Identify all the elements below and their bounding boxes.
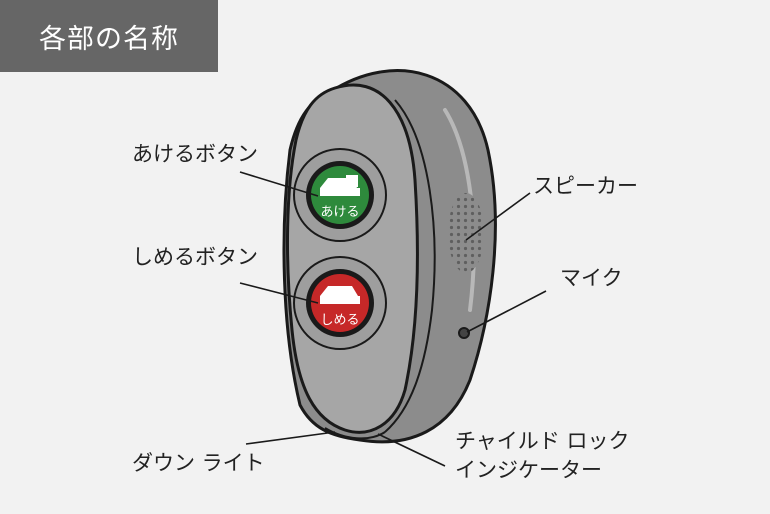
mic-hole — [458, 327, 470, 339]
label-speaker: スピーカー — [533, 174, 638, 198]
speaker-grill — [448, 193, 484, 273]
label-close-button: しめるボタン — [132, 245, 258, 269]
leader-open-button — [239, 171, 319, 197]
page-title: 各部の名称 — [0, 0, 218, 72]
label-child-lock-line1: チャイルド ロック — [455, 429, 630, 453]
label-child-lock-line2: インジケーター — [455, 458, 602, 482]
car-close-door-icon — [320, 286, 360, 304]
leader-close-button — [239, 282, 319, 304]
close-button-text: しめる — [320, 313, 359, 328]
open-button-text: あける — [320, 205, 359, 220]
label-down-light: ダウン ライト — [132, 451, 265, 475]
leader-speaker — [465, 192, 531, 241]
leader-child-lock — [377, 433, 446, 467]
device-rim-edge — [384, 99, 436, 433]
car-open-door-icon — [320, 175, 360, 196]
open-button[interactable]: あける — [306, 161, 374, 229]
leader-down-light — [245, 431, 336, 445]
label-open-button: あけるボタン — [132, 142, 258, 166]
close-button[interactable]: しめる — [306, 269, 374, 337]
label-mic: マイク — [560, 266, 623, 290]
leader-mic — [466, 290, 547, 333]
